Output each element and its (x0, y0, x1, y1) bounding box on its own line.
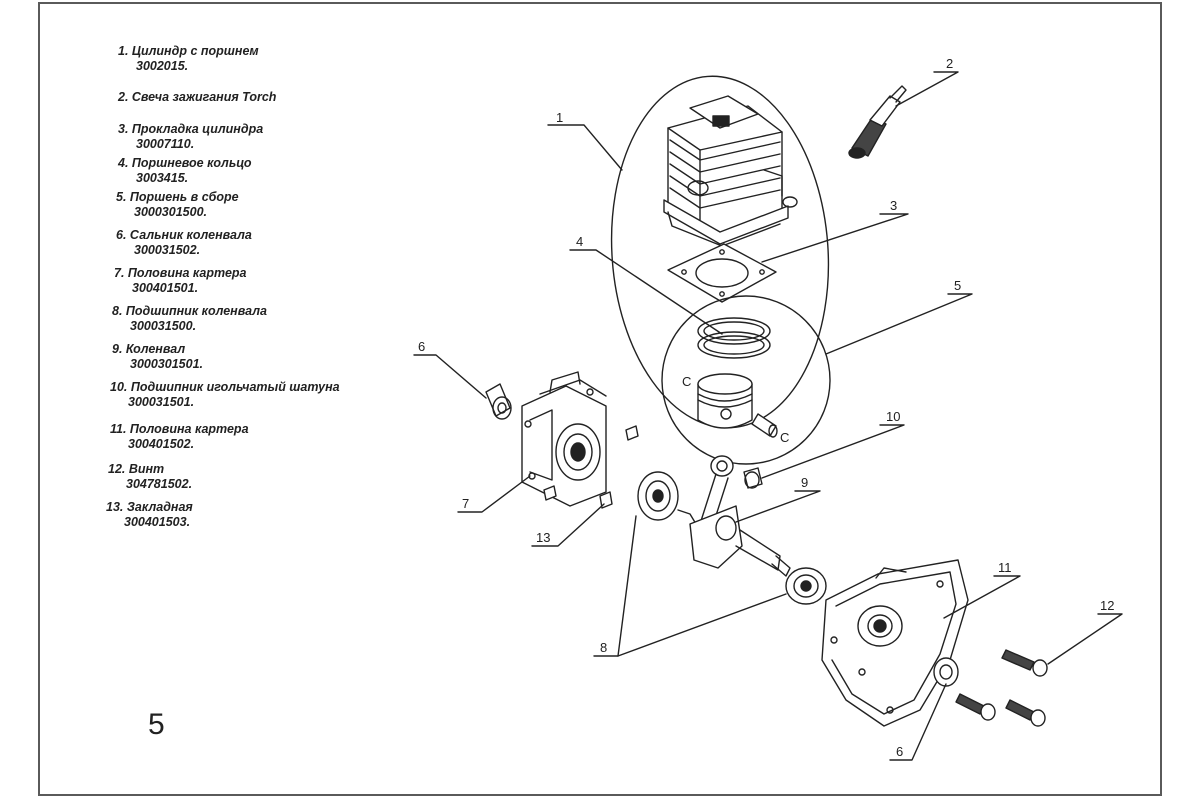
piston-mark-left: C (682, 374, 691, 389)
crankcase-half-right-part (821, 559, 969, 727)
parts-list-item-2: 2. Свеча зажигания Torch (118, 90, 277, 104)
piston-mark-right: C (780, 430, 789, 445)
crankcase-half-left-part (521, 371, 607, 507)
callout-11: 11 (998, 560, 1012, 575)
dowel-pin-parts (543, 425, 639, 509)
callout-12: 12 (1100, 598, 1114, 613)
oil-seal-left-part (485, 383, 512, 420)
callout-6-left: 6 (418, 339, 425, 354)
page-frame (38, 2, 1162, 796)
page-number: 5 (148, 708, 165, 741)
spark-plug-part (848, 85, 907, 159)
callout-6-right: 6 (896, 744, 903, 759)
callout-9: 9 (801, 475, 808, 490)
crankshaft-bearing-lower-part (785, 567, 827, 605)
screw-parts (955, 649, 1048, 727)
crankshaft-bearing-upper-part (637, 471, 679, 521)
cylinder-gasket-part (667, 243, 777, 303)
callout-4: 4 (576, 234, 583, 249)
leader-lines (413, 71, 1123, 761)
callout-2: 2 (946, 56, 953, 71)
piston-assembly-circle (661, 295, 831, 465)
callout-numbers: 1 2 3 4 5 6 7 8 9 10 11 12 13 6 (418, 56, 1114, 759)
cylinder-part (663, 95, 798, 247)
callout-13: 13 (536, 530, 550, 545)
piston-pin-part (751, 413, 778, 438)
callout-10: 10 (886, 409, 900, 424)
callout-7: 7 (462, 496, 469, 511)
oil-seal-right-part (933, 657, 959, 687)
piston-part (697, 373, 753, 429)
piston-ring-part (697, 317, 771, 359)
callout-5: 5 (954, 278, 961, 293)
callout-1: 1 (556, 110, 563, 125)
crankshaft-part (677, 455, 791, 577)
needle-bearing-part (743, 467, 763, 489)
callout-3: 3 (890, 198, 897, 213)
callout-8: 8 (600, 640, 607, 655)
